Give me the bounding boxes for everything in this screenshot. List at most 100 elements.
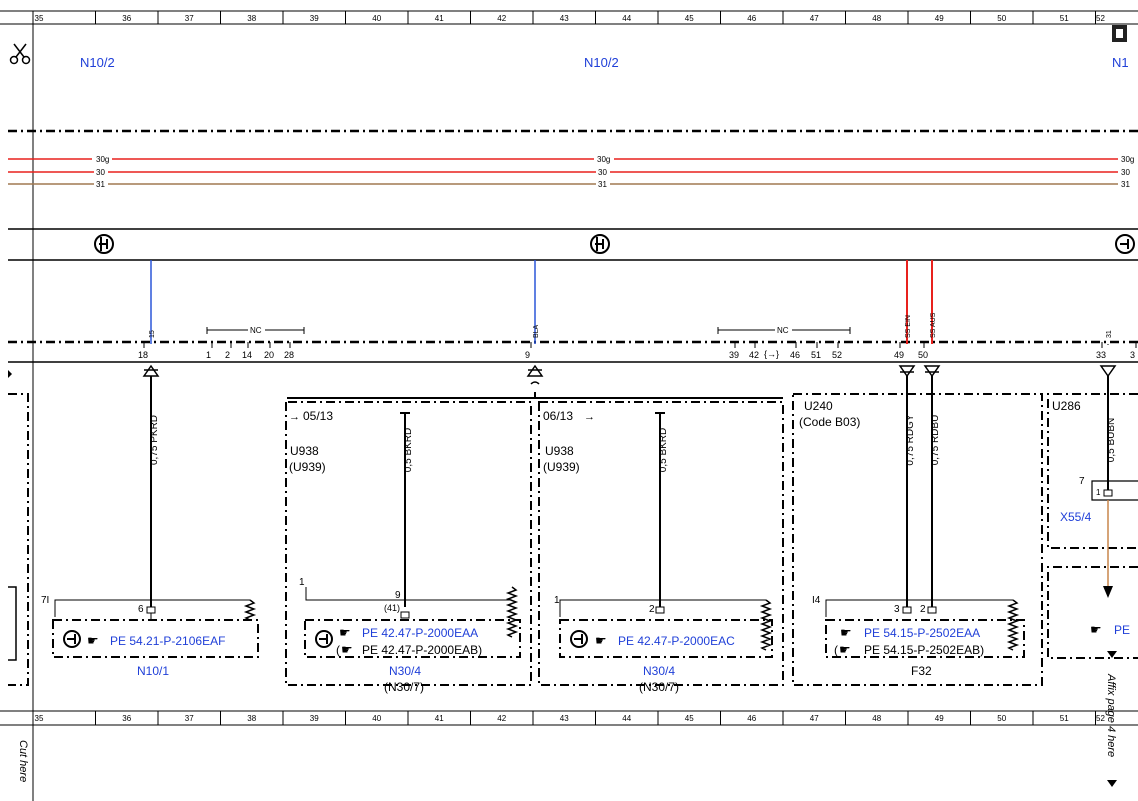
bus-lines: 30g 30g 30g 30 30 30 31 31 31 — [8, 154, 1138, 189]
ruler-number: 44 — [622, 714, 631, 723]
pin-bridge: {→} — [764, 349, 779, 359]
connector-pin-label: 9 — [525, 350, 530, 360]
svg-text:0,75 RDBU: 0,75 RDBU — [930, 415, 941, 466]
wire-tags: 15 BLA SS EIN SS AUS 31 — [149, 312, 1113, 338]
svg-text:→: → — [584, 411, 595, 423]
affix-arrow-icon — [1107, 780, 1117, 787]
bus-label-30g-a: 30g — [96, 155, 109, 164]
ruler-number: 43 — [560, 14, 569, 23]
connector-pin-label: 3 — [1130, 350, 1135, 360]
svg-text:1: 1 — [1096, 488, 1101, 497]
ruler-number: 37 — [185, 714, 194, 723]
svg-text:7I: 7I — [41, 595, 49, 606]
connector-pin-label: 42 — [749, 350, 759, 360]
ruler-number: 38 — [247, 714, 256, 723]
svg-text:1: 1 — [299, 577, 305, 588]
ruler-number: 42 — [497, 14, 506, 23]
svg-text:1: 1 — [554, 595, 560, 606]
svg-text:0,75 RDGY: 0,75 RDGY — [905, 414, 916, 465]
ruler-number: 38 — [247, 14, 256, 23]
pointer-hand-icon: ☛ — [87, 633, 99, 648]
ruler-number: 45 — [685, 14, 694, 23]
ruler-number: 51 — [1060, 714, 1069, 723]
svg-text:(: ( — [834, 643, 838, 657]
bus-label-30g-c: 30g — [1121, 155, 1134, 164]
ruler-number: 39 — [310, 14, 319, 23]
ruler-number: 41 — [435, 14, 444, 23]
ruler-number: 48 — [872, 714, 881, 723]
svg-text:PE 54.15-P-2502EAA: PE 54.15-P-2502EAA — [864, 626, 980, 640]
ground-icon — [315, 630, 333, 648]
pointer-hand-icon: ☛ — [840, 625, 852, 640]
block-f32: U240 (Code B03) 0,75 RDGY 0,75 RDBU 3 2 … — [792, 376, 1043, 686]
bus-label-31-b: 31 — [598, 180, 607, 189]
svg-text:PE: PE — [1114, 623, 1130, 637]
connector-pin-label: 1 — [206, 350, 211, 360]
pointer-hand-icon: ☛ — [1090, 622, 1102, 637]
connector-pin-label: 14 — [242, 350, 252, 360]
svg-text:PE 42.47-P-2000EAB): PE 42.47-P-2000EAB) — [362, 643, 482, 657]
connector-pin-label: 33 — [1096, 350, 1106, 360]
nc-label-a: NC — [250, 326, 262, 335]
ruler-number: 50 — [997, 14, 1006, 23]
block-06-13: 06/13 → U938 (U939) 0,5 BKRD 2 1 ☛ PE 42… — [538, 401, 784, 694]
svg-text:U286: U286 — [1052, 399, 1081, 413]
ground-icon — [590, 234, 610, 254]
ruler-number: 47 — [810, 14, 819, 23]
block-left-partial — [8, 393, 29, 686]
svg-text:7: 7 — [1079, 476, 1085, 487]
affix-arrow-icon — [1107, 651, 1117, 658]
ruler-number: 52 — [1096, 14, 1105, 23]
ruler-number: 40 — [372, 14, 381, 23]
ruler-number: 41 — [435, 714, 444, 723]
svg-text:N30/4: N30/4 — [389, 664, 421, 678]
ruler-number: 45 — [685, 714, 694, 723]
svg-text:PE 42.47-P-2000EAA: PE 42.47-P-2000EAA — [362, 626, 478, 640]
svg-text:0,5 BUBN: 0,5 BUBN — [1106, 418, 1117, 462]
svg-text:SS AUS: SS AUS — [930, 312, 937, 338]
bus-label-31-a: 31 — [96, 180, 105, 189]
bus-label-31-c: 31 — [1121, 180, 1130, 189]
module-label-center: N10/2 — [584, 55, 619, 70]
connector-triangle — [526, 364, 544, 377]
connector-pin-label: 18 — [138, 350, 148, 360]
bus-label-30-b: 30 — [598, 168, 607, 177]
pointer-hand-icon: ☛ — [595, 633, 607, 648]
ruler-number: 39 — [310, 714, 319, 723]
connector-pin-label: 2 — [225, 350, 230, 360]
svg-text:BLA: BLA — [533, 324, 540, 338]
svg-text:(U939): (U939) — [543, 460, 580, 474]
scissors-icon — [9, 43, 31, 65]
connector-pin-label: 49 — [894, 350, 904, 360]
svg-text:SS EIN: SS EIN — [905, 315, 912, 338]
svg-text:N10/1: N10/1 — [137, 664, 169, 678]
svg-text:15: 15 — [149, 330, 156, 338]
connector-triangle — [142, 364, 160, 377]
affix-page-label: Affix page 4 here — [1105, 673, 1117, 757]
connector-pin-label: 28 — [284, 350, 294, 360]
connector-pin-label: 20 — [264, 350, 274, 360]
svg-text:(N30/7): (N30/7) — [384, 680, 424, 694]
bus-label-30-c: 30 — [1121, 168, 1130, 177]
ruler-number: 48 — [872, 14, 881, 23]
svg-text:0,75 PKRD: 0,75 PKRD — [149, 415, 160, 465]
page-marker-icon — [1112, 25, 1127, 42]
ground-icon — [1115, 234, 1135, 254]
svg-text:X55/4: X55/4 — [1060, 510, 1092, 524]
svg-text:(41): (41) — [384, 603, 400, 613]
ruler-number: 40 — [372, 714, 381, 723]
svg-text:PE 54.15-P-2502EAB): PE 54.15-P-2502EAB) — [864, 643, 984, 657]
connector-pin-label: 46 — [790, 350, 800, 360]
svg-text:U240: U240 — [804, 399, 833, 413]
pointer-hand-icon: ☛ — [341, 642, 353, 657]
cut-here-label: Cut here — [17, 740, 29, 782]
ruler-number: 52 — [1096, 714, 1105, 723]
ruler-number: 49 — [935, 714, 944, 723]
ruler-number: 35 — [35, 14, 44, 23]
svg-text:3: 3 — [894, 604, 900, 615]
connector-triangle — [923, 365, 941, 378]
svg-text:PE 54.21-P-2106EAF: PE 54.21-P-2106EAF — [110, 634, 225, 648]
nc-label-b: NC — [777, 326, 789, 335]
